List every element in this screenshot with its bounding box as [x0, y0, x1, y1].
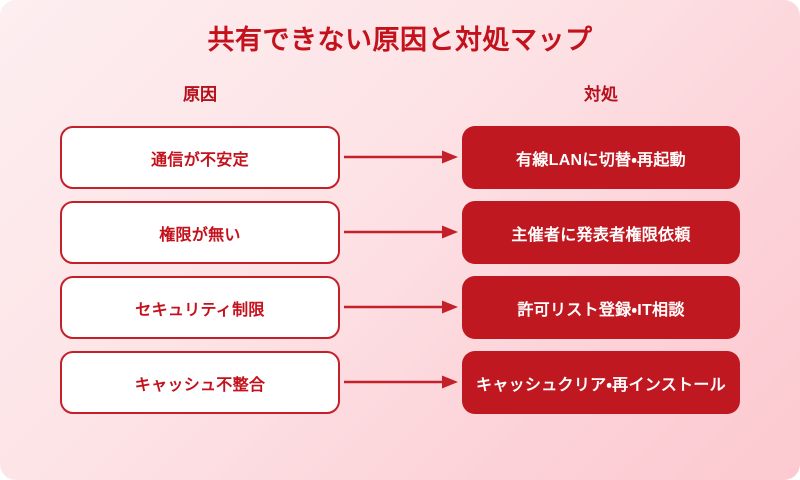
action-box[interactable]: 主催者に発表者権限依頼 — [462, 201, 740, 264]
action-box[interactable]: 有線LANに切替・再起動 — [462, 126, 740, 189]
mapping-row: セキュリティ制限 許可リスト登録・IT相談 — [0, 276, 800, 339]
cause-box[interactable]: 通信が不安定 — [60, 126, 340, 189]
arrow-right-icon — [344, 374, 460, 390]
mapping-row: キャッシュ不整合 キャッシュクリア・再インストール — [0, 351, 800, 414]
mapping-row: 権限が無い 主催者に発表者権限依頼 — [0, 201, 800, 264]
mapping-rows: 通信が不安定 有線LANに切替・再起動 権限が無い 主催者に発表者権限依頼 — [0, 126, 800, 426]
action-box[interactable]: 許可リスト登録・IT相談 — [462, 276, 740, 339]
arrow-right-icon — [344, 149, 460, 165]
mapping-row: 通信が不安定 有線LANに切替・再起動 — [0, 126, 800, 189]
cause-box[interactable]: セキュリティ制限 — [60, 276, 340, 339]
column-header-cause: 原因 — [183, 85, 217, 104]
column-header-action: 対処 — [584, 85, 618, 104]
action-box[interactable]: キャッシュクリア・再インストール — [462, 351, 740, 414]
cause-box[interactable]: 権限が無い — [60, 201, 340, 264]
arrow-right-icon — [344, 224, 460, 240]
page-title: 共有できない原因と対処マップ — [207, 25, 593, 55]
arrow-right-icon — [344, 299, 460, 315]
cause-box[interactable]: キャッシュ不整合 — [60, 351, 340, 414]
